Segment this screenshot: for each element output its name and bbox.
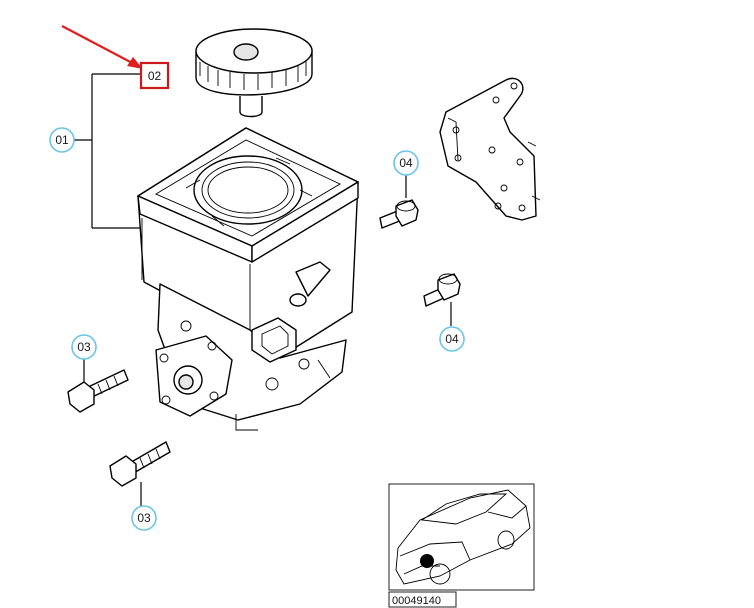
bolt-03-upper-part	[67, 369, 129, 413]
reference-number-box: 00049140	[388, 591, 457, 608]
callout-03-lower-label: 03	[137, 511, 151, 525]
callout-04-lower-label: 04	[445, 332, 459, 346]
callout-04-upper[interactable]: 04	[393, 150, 419, 176]
callout-03-upper[interactable]: 03	[71, 334, 97, 360]
callout-01[interactable]: 01	[49, 127, 75, 153]
red-pointer-arrow-icon	[61, 25, 143, 69]
reservoir-cap-part	[195, 28, 313, 118]
callout-02-highlighted[interactable]: 02	[139, 61, 170, 90]
reference-number: 00049140	[392, 595, 441, 607]
callout-01-label: 01	[55, 133, 69, 147]
pump-housing-part	[155, 283, 347, 431]
callout-03-lower[interactable]: 03	[131, 505, 157, 531]
bolt-03-lower-part	[109, 441, 171, 487]
bolt-04-upper-part	[379, 199, 419, 229]
bolt-04-lower-part	[423, 273, 461, 307]
callout-02-label: 02	[148, 69, 162, 83]
callout-04-lower[interactable]: 04	[439, 326, 465, 352]
locator-dot-icon	[420, 554, 434, 568]
callout-leaders	[83, 174, 452, 506]
leader-lines-01	[72, 73, 140, 229]
car-locator-thumbnail	[388, 483, 535, 591]
callout-04-upper-label: 04	[399, 156, 413, 170]
callout-03-upper-label: 03	[77, 340, 91, 354]
pump-reservoir-part	[137, 127, 359, 357]
mounting-bracket-part	[439, 77, 541, 221]
